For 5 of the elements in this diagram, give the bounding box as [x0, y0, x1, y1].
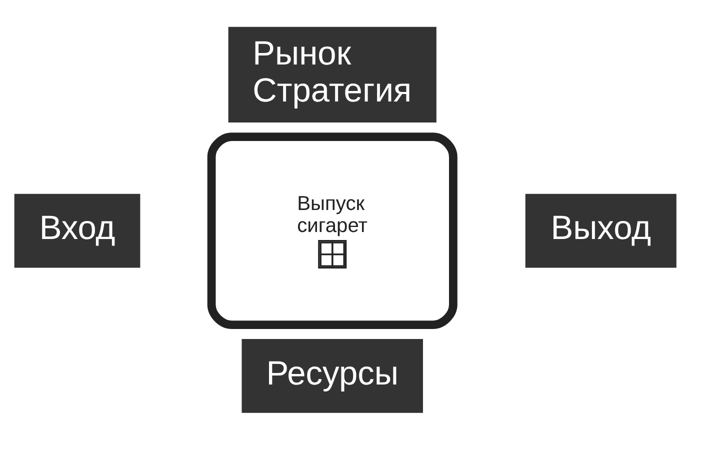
node-box: Ресурсы — [242, 338, 423, 412]
node-box: Выход — [525, 193, 676, 268]
node-box: Выпуск сигарет — [207, 132, 458, 328]
node-box: Вход — [14, 193, 140, 268]
node-box: Рынок Стратегия — [228, 26, 436, 122]
